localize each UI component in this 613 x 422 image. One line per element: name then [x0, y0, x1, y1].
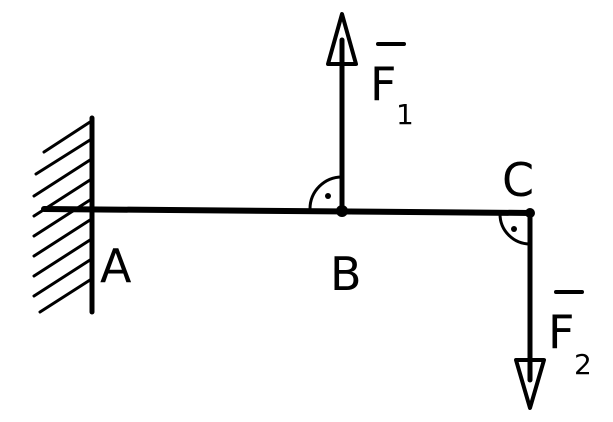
fixed-wall-hatching-icon	[32, 115, 95, 315]
label-f1: F 1	[370, 42, 414, 131]
label-b: B	[330, 247, 362, 301]
svg-text:F: F	[370, 57, 396, 111]
beam	[41, 206, 534, 216]
force-f2-arrow	[514, 210, 546, 410]
svg-text:F: F	[548, 305, 574, 359]
force-f1-arrow	[326, 12, 358, 212]
svg-text:2: 2	[574, 348, 592, 381]
label-c: C	[502, 153, 534, 207]
right-angle-marker-c	[498, 212, 532, 246]
label-a: A	[100, 239, 132, 293]
svg-text:1: 1	[396, 98, 414, 131]
right-angle-marker-b	[308, 175, 344, 211]
label-f2: F 2	[548, 290, 592, 381]
